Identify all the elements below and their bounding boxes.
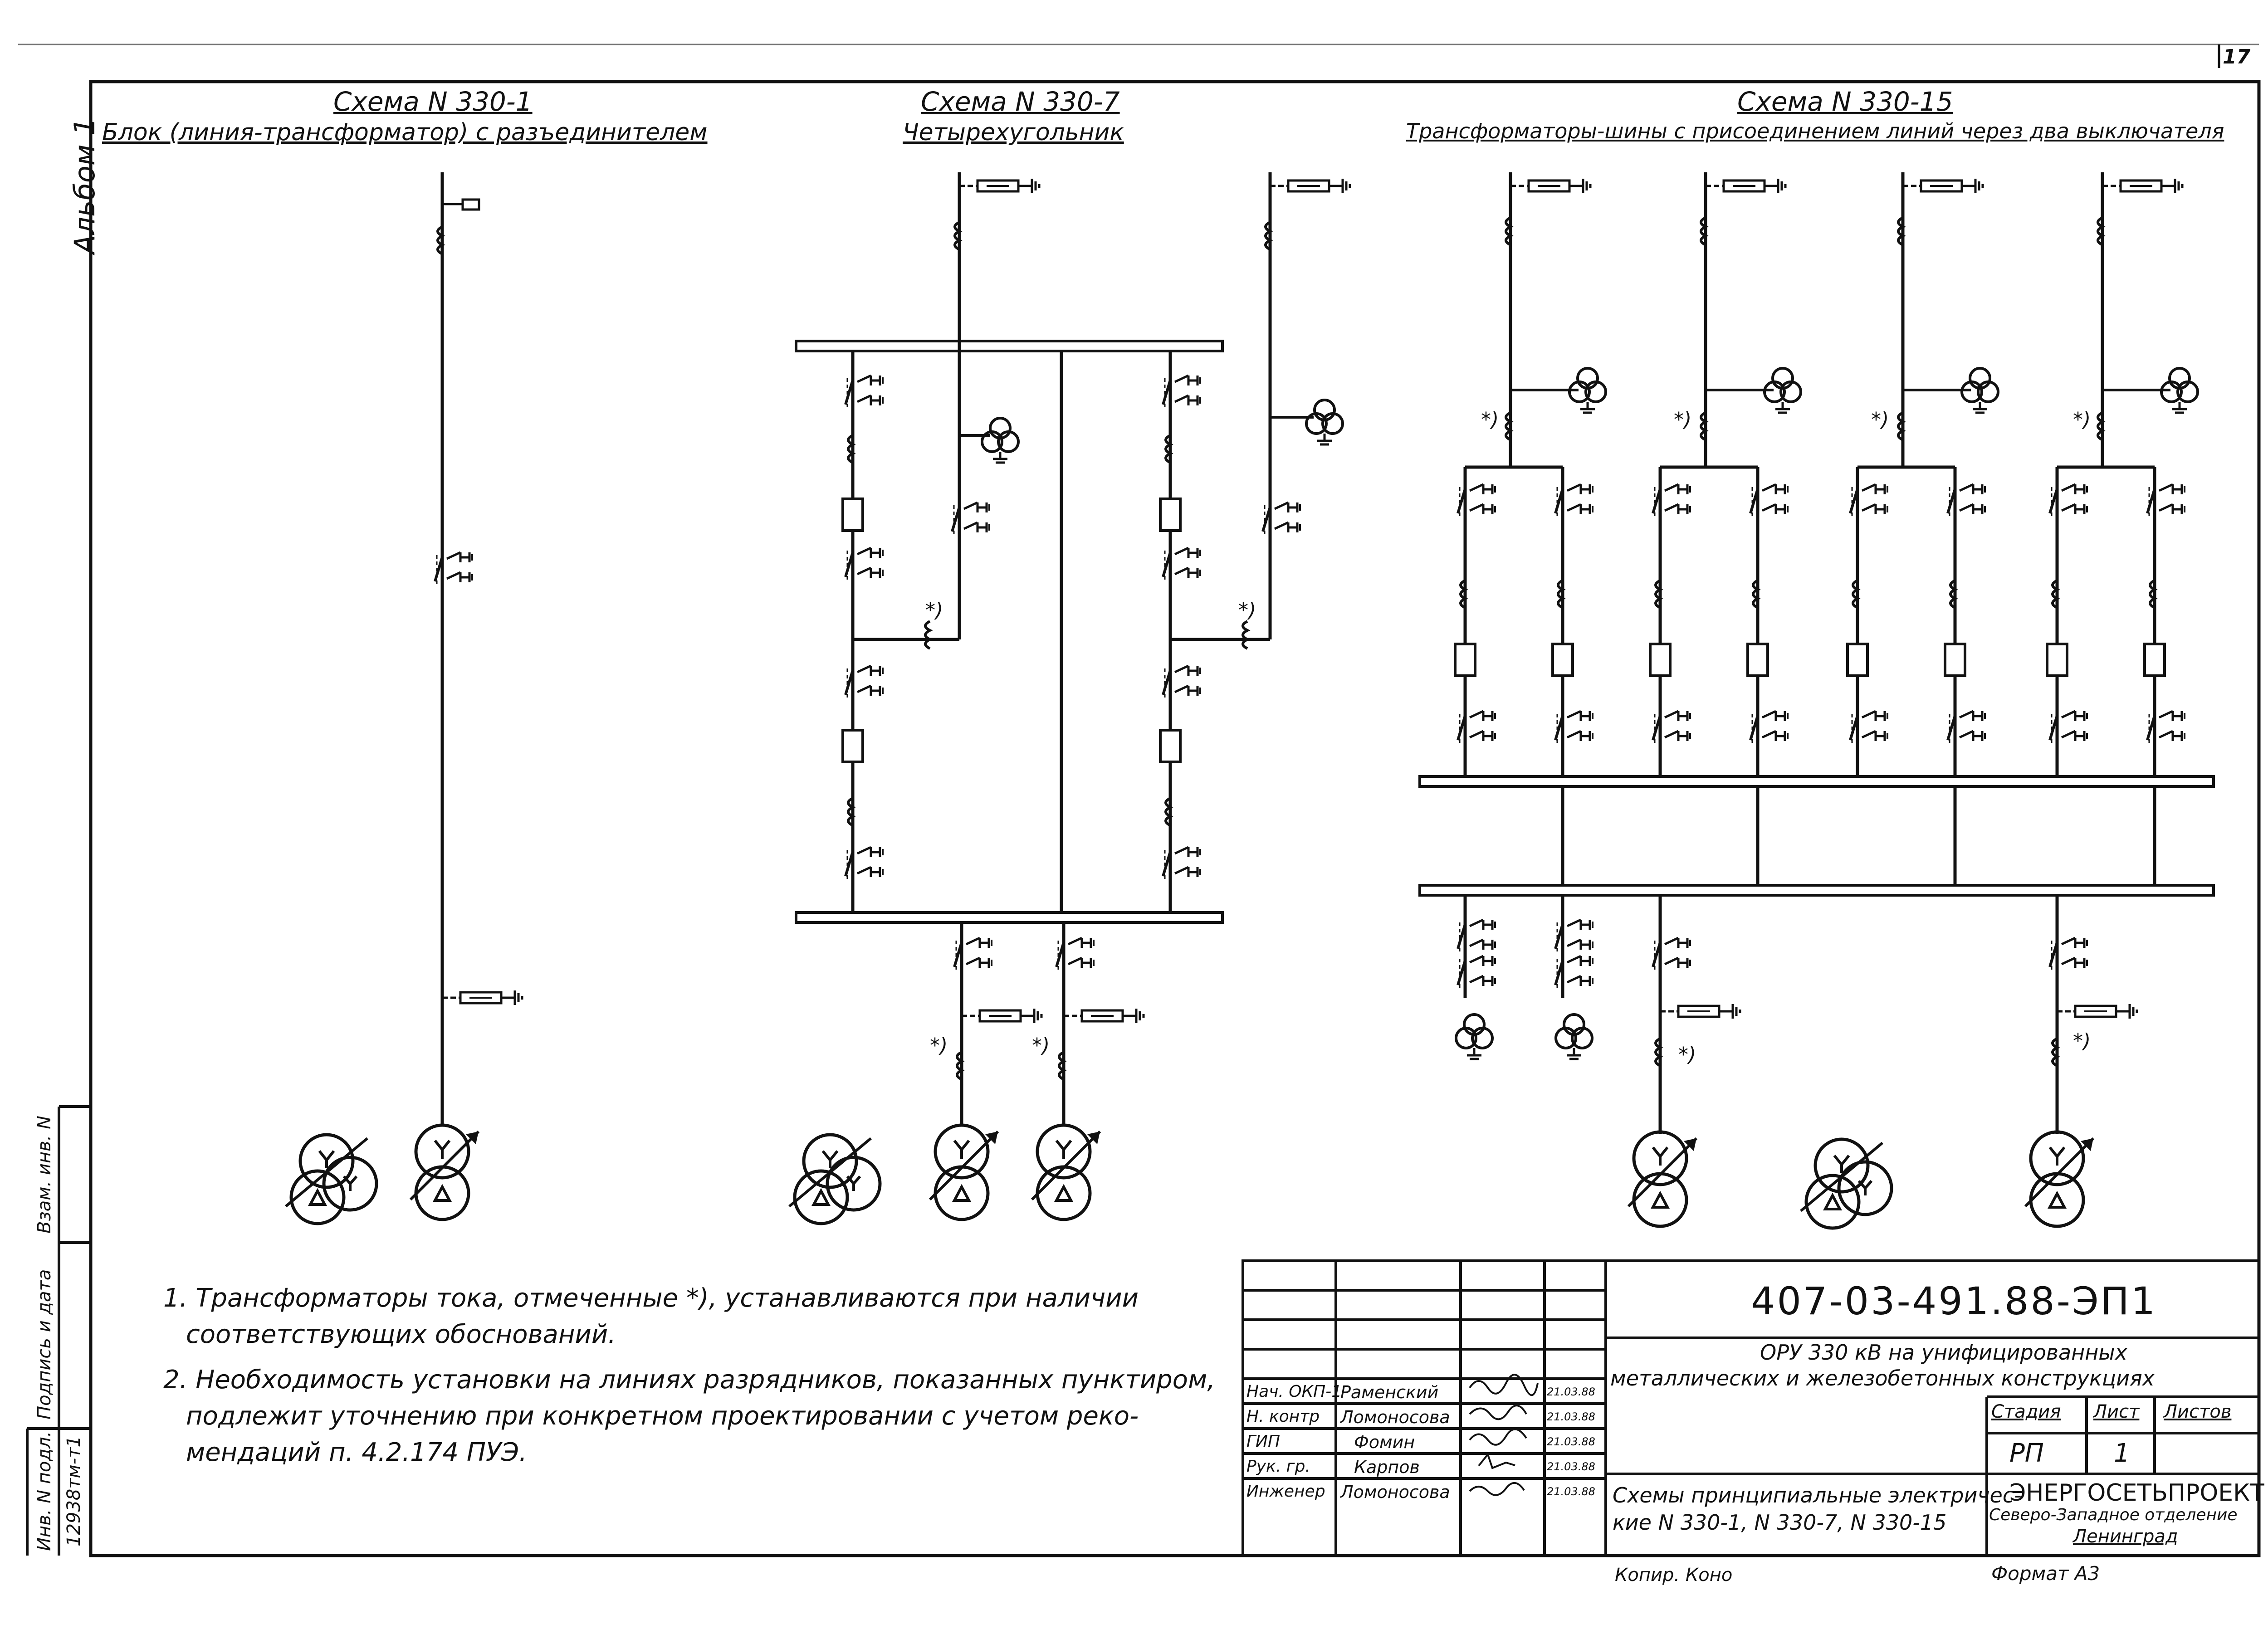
scheme-330-7-diagram	[789, 172, 1350, 1224]
sheets-header: Листов	[2164, 1401, 2232, 1422]
ct-mark: *)	[1678, 1043, 1696, 1066]
sign-date-label: Подпись и дата	[34, 1269, 55, 1419]
left-strip-grid	[26, 1105, 91, 1556]
role-cell: ГИП	[1246, 1432, 1281, 1451]
inv-label: Инв. N подл.	[34, 1431, 55, 1551]
sheet-format: Формат А3	[1991, 1562, 2100, 1585]
name-cell: Раменский	[1340, 1382, 1439, 1402]
drawing-title-line1: Схемы принципиальные электричес-	[1613, 1483, 2022, 1507]
note-line: подлежит уточнению при конкретном проект…	[186, 1401, 1139, 1431]
scheme-330-7-title: Схема N 330-7	[921, 86, 1120, 117]
note-line: соответствующих обоснований.	[186, 1320, 616, 1349]
document-code: 407-03-491.88-ЭП1	[1751, 1279, 2157, 1323]
ct-mark: *)	[1674, 408, 1692, 431]
date-cell: 21.03.88	[1547, 1385, 1595, 1398]
scheme-330-7-subtitle: Четырехугольник	[903, 119, 1124, 146]
project-title-line2: металлических и железобетонных конструкц…	[1610, 1366, 2155, 1390]
scheme-330-15-diagram	[1418, 172, 2215, 1228]
name-cell: Фомин	[1354, 1432, 1415, 1452]
drawing-frame	[89, 80, 2261, 1557]
organization-city: Ленинград	[2073, 1526, 2178, 1547]
note-line: мендаций п. 4.2.174 ПУЭ.	[186, 1438, 527, 1467]
scheme-330-1-subtitle: Блок (линия-трансформатор) с разъедините…	[102, 119, 708, 146]
sheet-header: Лист	[2093, 1401, 2140, 1422]
name-cell: Ломоносова	[1340, 1482, 1450, 1502]
inv-number: 12938тм-т1	[64, 1436, 84, 1546]
role-cell: Инженер	[1246, 1482, 1325, 1501]
ct-mark: *)	[930, 1034, 948, 1057]
signatures	[1469, 1374, 1539, 1496]
ct-mark: *)	[1481, 408, 1499, 431]
copied-by: Копир. Коно	[1615, 1565, 1733, 1585]
name-cell: Карпов	[1354, 1457, 1420, 1477]
date-cell: 21.03.88	[1547, 1435, 1595, 1448]
ct-mark: *)	[2073, 1029, 2091, 1053]
stage-header: Стадия	[1991, 1401, 2061, 1422]
date-cell: 21.03.88	[1547, 1410, 1595, 1423]
organization-name: ЭНЕРГОСЕТЬПРОЕКТ	[2009, 1479, 2264, 1507]
ct-mark: *)	[925, 599, 943, 622]
project-title-line1: ОРУ 330 кВ на унифицированных	[1760, 1340, 2127, 1365]
ct-mark: *)	[2073, 408, 2091, 431]
name-cell: Ломоносова	[1340, 1407, 1450, 1427]
replace-inv-label: Взам. инв. N	[34, 1116, 55, 1234]
scheme-330-15-subtitle: Трансформаторы-шины с присоединением лин…	[1406, 119, 2224, 143]
scheme-330-1-title: Схема N 330-1	[333, 86, 533, 117]
date-cell: 21.03.88	[1547, 1485, 1595, 1498]
role-cell: Нач. ОКП-1	[1246, 1382, 1342, 1401]
drawing-title-line2: кие N 330-1, N 330-7, N 330-15	[1613, 1510, 1947, 1535]
ct-mark: *)	[1871, 408, 1889, 431]
role-cell: Н. контр	[1246, 1407, 1320, 1426]
ct-mark: *)	[1238, 599, 1256, 622]
scheme-330-1-diagram	[286, 172, 522, 1224]
organization-branch: Северо-Западное отделение	[1989, 1506, 2238, 1524]
note-line: 2. Необходимость установки на линиях раз…	[163, 1365, 1215, 1395]
title-block-grid	[1242, 1259, 2260, 1557]
scheme-330-15-title: Схема N 330-15	[1737, 86, 1953, 117]
date-cell: 21.03.88	[1547, 1460, 1595, 1473]
sheet-value: 1	[2114, 1439, 2130, 1468]
role-cell: Рук. гр.	[1246, 1457, 1310, 1476]
stage-value: РП	[2009, 1439, 2044, 1468]
album-label: Альбом 1	[68, 117, 101, 254]
ct-mark: *)	[1032, 1034, 1050, 1057]
note-line: 1. Трансформаторы тока, отмеченные *), у…	[163, 1283, 1139, 1313]
page-number: 17	[2223, 45, 2251, 68]
